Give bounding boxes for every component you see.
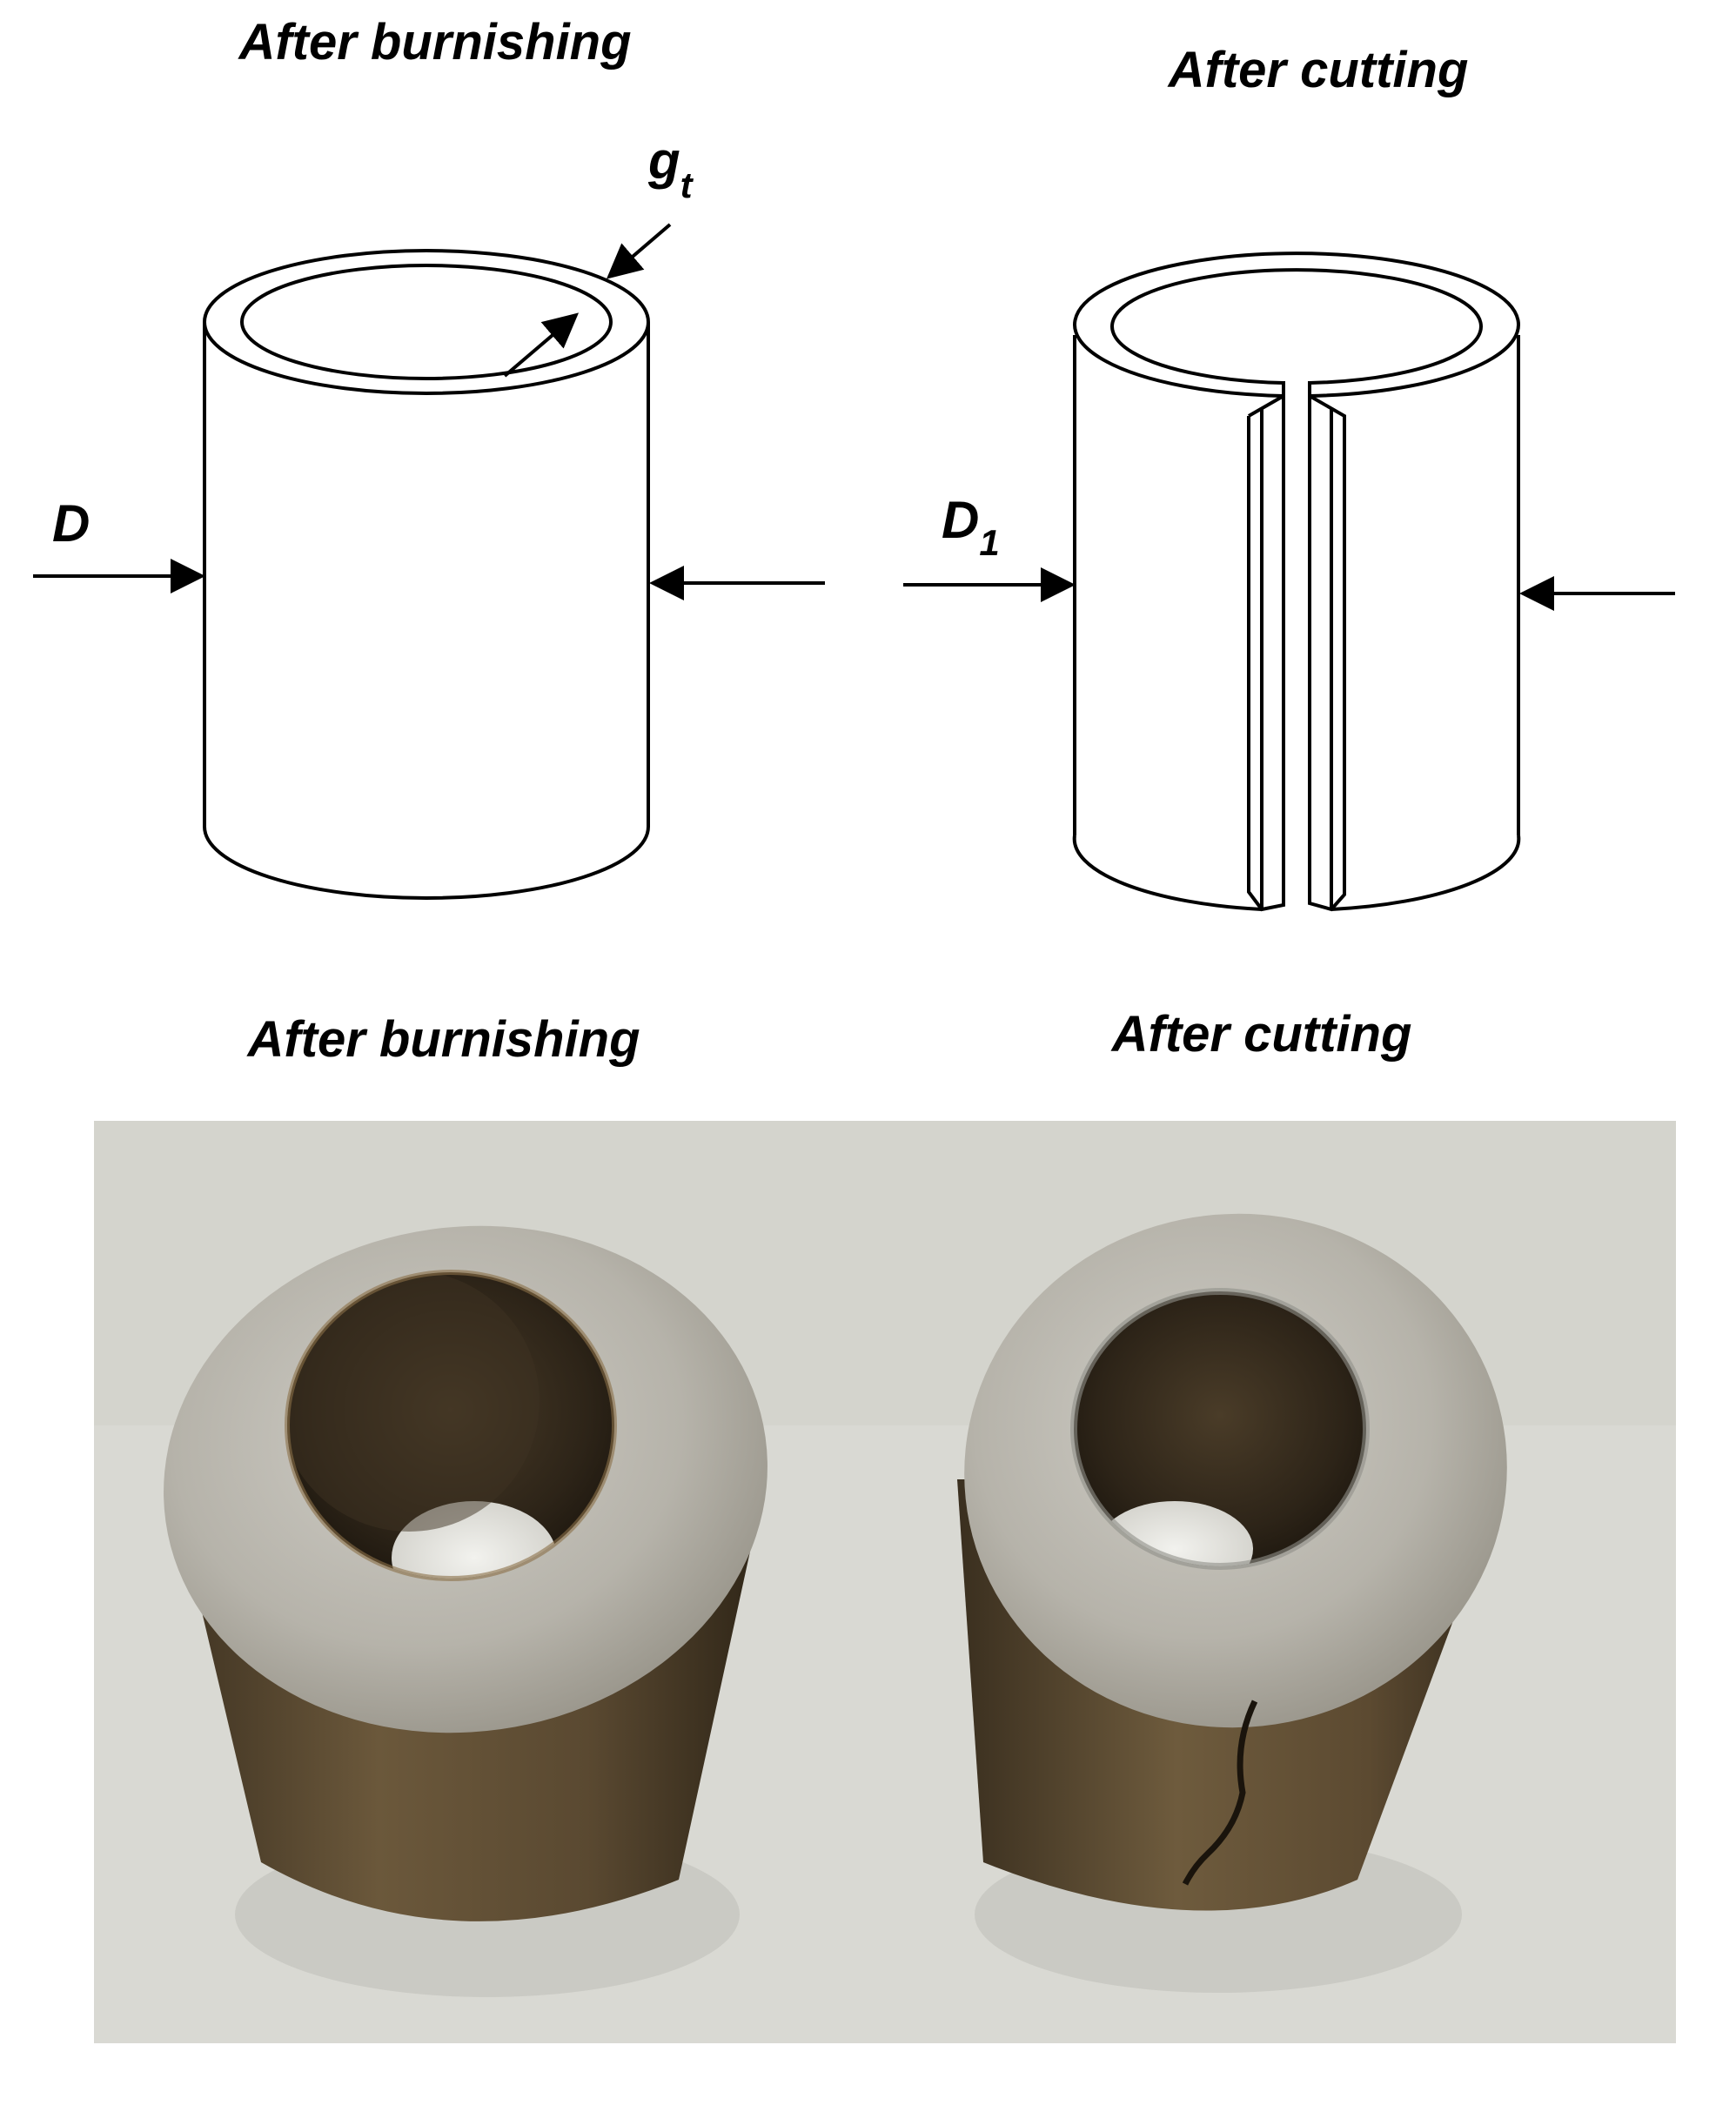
thickness-arrow-outer [606, 223, 672, 279]
thickness-label: gt [647, 131, 694, 205]
slot-right-face [1308, 394, 1346, 912]
photo-cut-slit [1182, 1700, 1258, 1886]
diameter-after-symbol: D [942, 491, 979, 549]
outer-top-rim-cut [1073, 251, 1520, 398]
photo-intact-bushing [164, 1225, 767, 1997]
bottom-right-title: After cutting [1110, 1006, 1412, 1063]
intact-bushing-drawing [203, 249, 650, 900]
photo-cut-bushing [957, 1213, 1507, 1993]
thickness-symbol: g [647, 131, 680, 190]
bottom-left-title: After burnishing [245, 1011, 640, 1068]
bottom-rim [203, 826, 650, 900]
diameter-after-subscript: 1 [979, 522, 999, 563]
bushing-photograph [94, 1121, 1676, 2043]
slot-left-face [1247, 392, 1285, 912]
diameter-after-label: D1 [942, 491, 1000, 563]
thickness-subscript: t [680, 164, 694, 205]
outer-top-rim [203, 249, 650, 395]
cut-bottom-left [1072, 835, 1263, 911]
top-right-title: After cutting [1167, 42, 1469, 98]
top-left-title: After burnishing [237, 14, 631, 70]
inner-top-rim [240, 264, 613, 380]
diameter-before-label: D [52, 494, 90, 553]
cut-bushing-drawing [1072, 251, 1521, 912]
inner-top-rim-cut [1110, 268, 1483, 396]
cut-bottom-right [1330, 835, 1521, 911]
thickness-arrow-inner [503, 312, 580, 378]
